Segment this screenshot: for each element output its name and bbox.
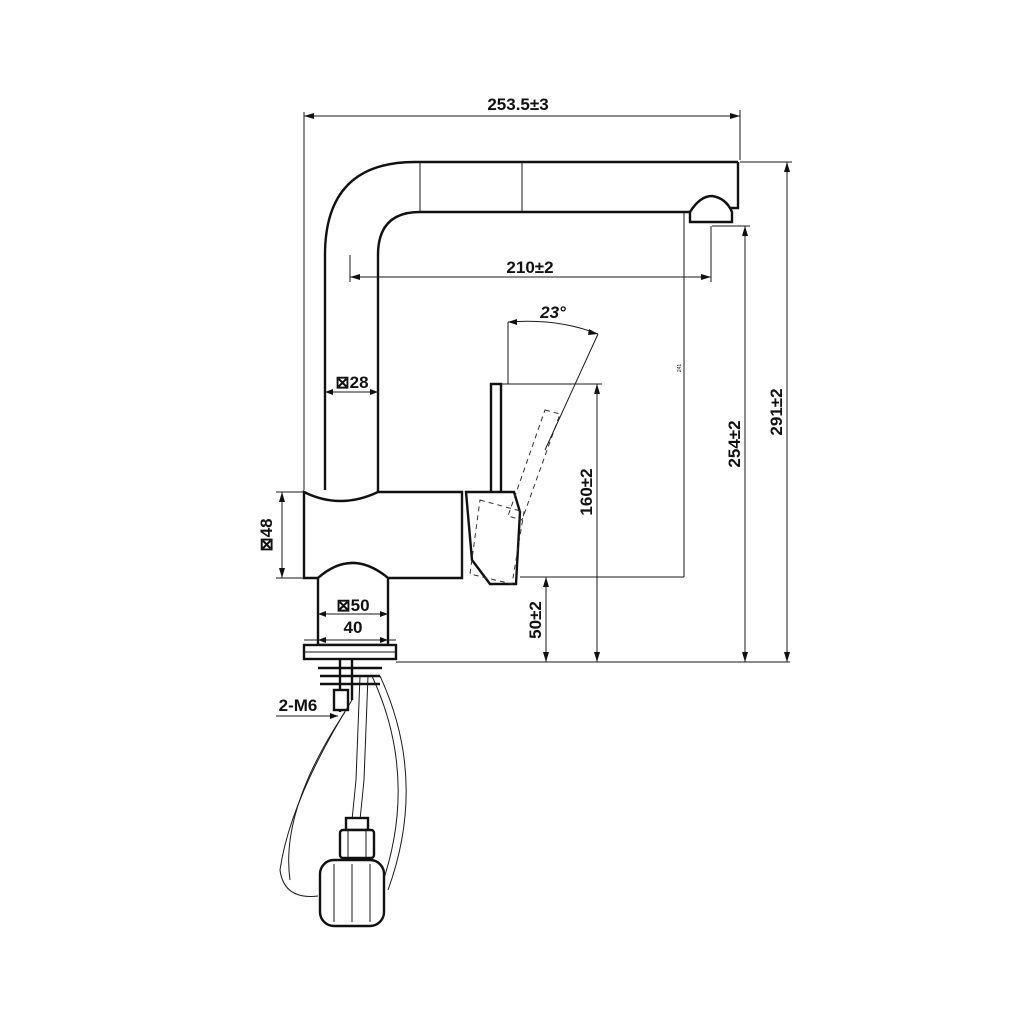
angle-label: 23° (539, 303, 566, 322)
overall-width-dimension: 253.5±3 (303, 95, 741, 490)
outlet-height-dimension: 254±2 (712, 225, 750, 662)
lever-handle (464, 322, 599, 586)
base-section-label: ⊠50 (336, 596, 369, 615)
mounting-assembly (279, 659, 407, 928)
tube-section-dimension: ⊠28 (325, 373, 378, 395)
mount-thread-label: 2-M6 (279, 696, 318, 715)
base-width-label: 40 (344, 618, 363, 637)
outlet-height-label: 254±2 (725, 420, 744, 467)
handle-height-dimension: 160±2 (501, 383, 602, 662)
overall-width-label: 253.5±3 (487, 95, 548, 114)
base-height-label: 50±2 (526, 601, 545, 639)
spray-nozzle (688, 194, 734, 224)
small-note-label: 241 (677, 364, 683, 373)
spout-reach-label: 210±2 (506, 258, 553, 277)
body-section-label: ⊠48 (257, 518, 276, 551)
handle-height-label: 160±2 (577, 468, 596, 515)
angle-dimension: 23° (507, 303, 599, 335)
body-section-dimension: ⊠48 (257, 491, 304, 579)
base (302, 561, 398, 661)
thread-label-group: 2-M6 (276, 696, 338, 719)
tube-section-label: ⊠28 (335, 373, 368, 392)
spout-reach-dimension: 210±2 (349, 226, 712, 282)
base-height-dimension: 50±2 (520, 576, 552, 662)
faucet-body (302, 490, 464, 580)
overall-height-dimension: 291±2 (740, 161, 792, 662)
small-note-dimension: 241 (520, 212, 685, 578)
base-dimensions: ⊠50 40 (304, 596, 396, 643)
spout (323, 160, 740, 496)
overall-height-label: 291±2 (767, 388, 786, 435)
